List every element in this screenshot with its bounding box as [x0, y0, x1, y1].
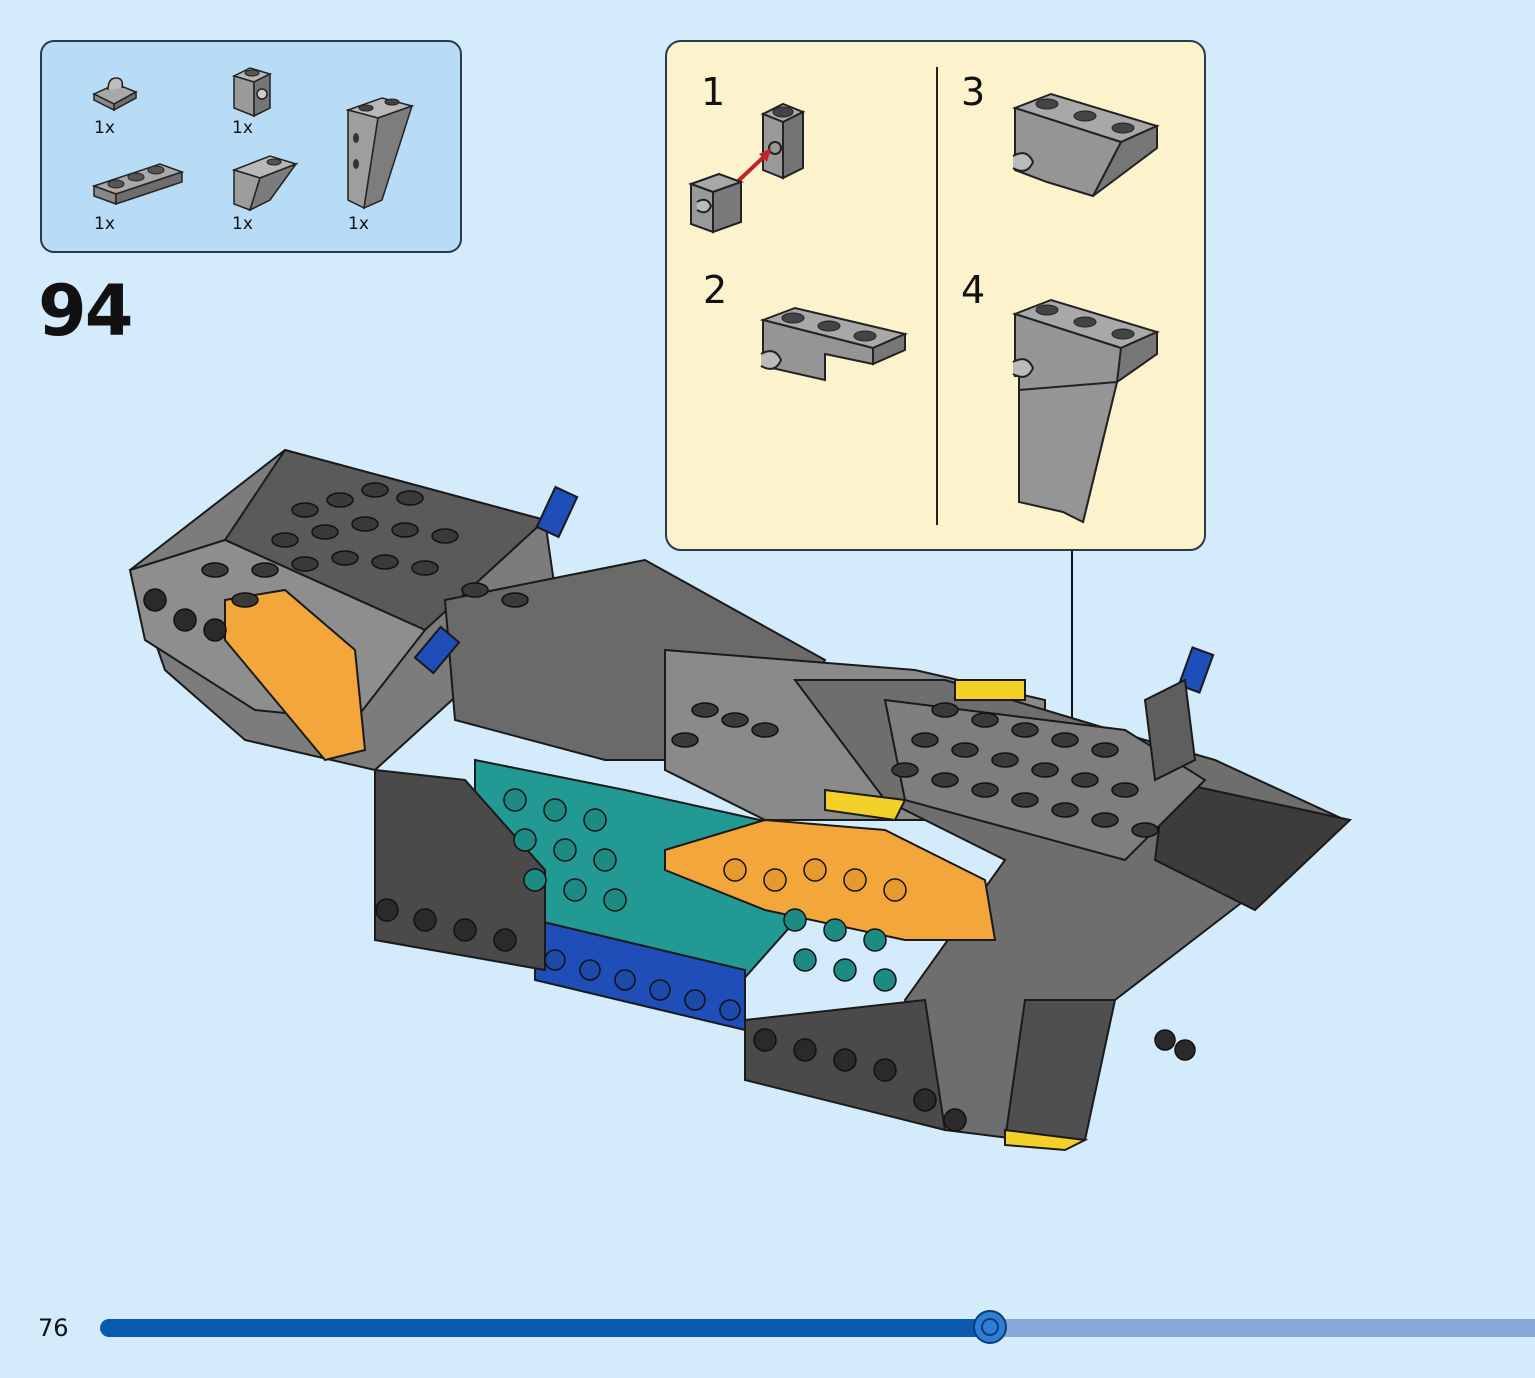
progress-indicator-icon	[973, 1310, 1007, 1344]
substep-4-number: 4	[961, 268, 986, 312]
progress-fill	[100, 1319, 990, 1337]
part-qty: 1x	[94, 118, 115, 138]
substep-1-number: 1	[701, 70, 726, 114]
progress-track	[100, 1319, 1535, 1337]
part-qty: 1x	[348, 214, 369, 234]
substep-callout-box: 1 2 3	[665, 40, 1206, 551]
part-qty: 1x	[232, 118, 253, 138]
substep-4-image	[1007, 292, 1167, 536]
parts-list-box: 1x 1x 1x 1x	[40, 40, 462, 253]
substep-1-image	[687, 98, 837, 242]
brick-with-side-stud-icon	[230, 64, 276, 120]
slope-small-icon	[230, 146, 300, 212]
substep-2-number: 2	[703, 268, 728, 312]
model-illustration	[125, 440, 1355, 1164]
slope-tall-icon	[342, 92, 418, 212]
substep-3-number: 3	[961, 70, 986, 114]
step-number: 94	[38, 270, 133, 352]
part-qty: 1x	[232, 214, 253, 234]
plate-1x3-icon	[90, 156, 186, 212]
substep-divider	[936, 67, 938, 525]
page-number: 76	[38, 1314, 69, 1342]
callout-pointer-line	[1071, 551, 1073, 851]
part-qty: 1x	[94, 214, 115, 234]
substep-3-image	[1007, 86, 1167, 210]
substep-2-image	[755, 294, 915, 398]
plate-with-clip-icon	[92, 72, 138, 114]
